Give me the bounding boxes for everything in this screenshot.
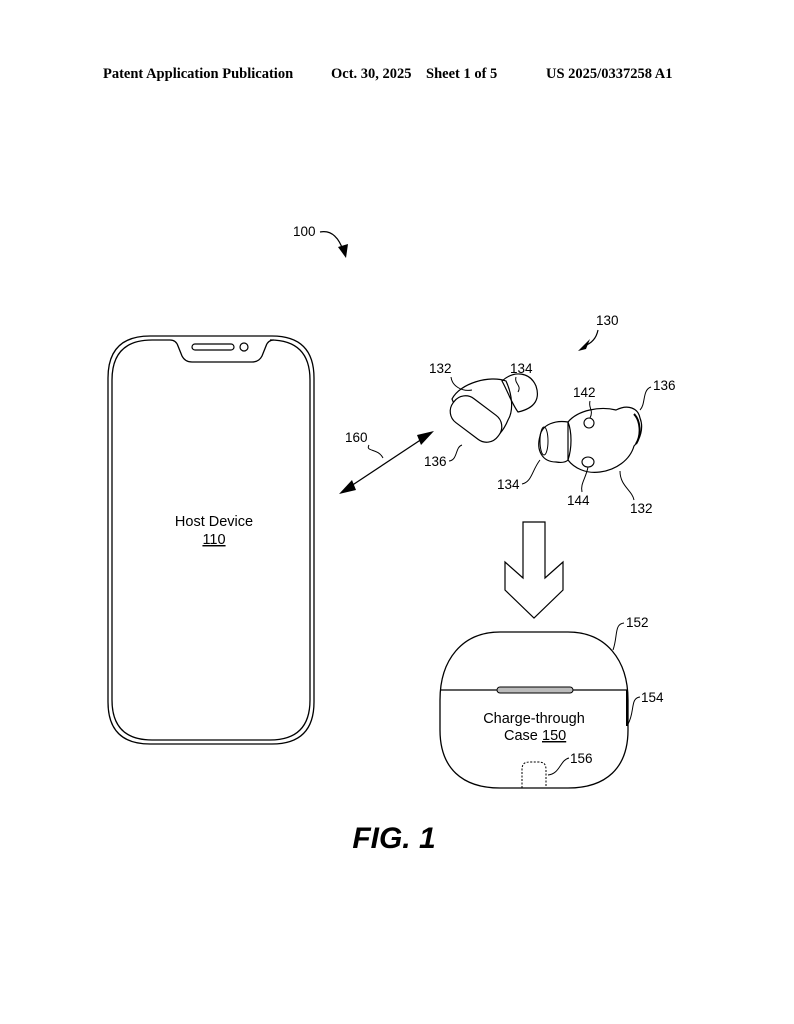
right-earbud-tip: [538, 420, 572, 463]
sensor-142-icon: [583, 417, 595, 429]
ref-100-label: 100: [293, 224, 316, 239]
right-ref-134-leader: [521, 459, 541, 485]
left-earbud-tip: [501, 373, 539, 413]
ref-160-label: 160: [345, 430, 368, 445]
left-ref-134-leader: [515, 376, 520, 393]
ref-152-label: 152: [626, 615, 649, 630]
figure-caption: FIG. 1: [352, 822, 435, 855]
ref-160-leader: [367, 444, 384, 459]
host-device: Host Device 110: [107, 335, 315, 745]
ref-130-label: 130: [596, 313, 619, 328]
link-arrowhead-left-icon: [339, 480, 356, 494]
right-earbud-tip-opening: [539, 426, 549, 456]
charge-through-case: Charge-through Case 150 152 154 156: [439, 615, 664, 789]
page-header: Patent Application Publication Oct. 30, …: [0, 66, 794, 90]
earbud-group-reference: 130: [578, 313, 619, 351]
case-ref-150: 150: [542, 728, 566, 744]
speaker-grille-icon: [191, 343, 235, 351]
right-earbud-stem: [633, 413, 641, 445]
right-ref-134-label: 134: [497, 477, 520, 492]
ref-154-leader: [627, 696, 641, 725]
left-ref-132-leader: [450, 376, 473, 391]
right-ref-136-leader: [639, 386, 652, 411]
wireless-link: 160: [339, 430, 434, 494]
left-ref-136-leader: [448, 444, 463, 462]
right-ref-132-label: 132: [630, 501, 653, 516]
system-reference: 100: [293, 224, 348, 258]
link-arrowhead-right-icon: [417, 431, 434, 445]
ref-156-label: 156: [570, 751, 593, 766]
right-earbud-body: [567, 406, 643, 473]
sheet-number: Sheet 1 of 5: [426, 66, 498, 82]
right-ref-142-label: 142: [573, 385, 596, 400]
left-earbud: 132 134 136: [424, 361, 539, 469]
ref-152-leader: [612, 622, 625, 651]
phone-inner-outline: [111, 339, 311, 741]
case-port-icon: [521, 761, 547, 788]
right-earbud: 142 136 134 144 132: [497, 378, 676, 516]
right-ref-132-leader: [619, 470, 635, 501]
front-camera-icon: [239, 342, 249, 352]
right-ref-144-leader: [581, 466, 589, 493]
ref-156-leader: [547, 757, 570, 776]
sensor-144-icon: [581, 456, 595, 468]
right-ref-136-label: 136: [653, 378, 676, 393]
case-outline: [439, 631, 629, 789]
down-arrow-icon: [504, 521, 564, 619]
publication-type: Patent Application Publication: [103, 66, 294, 82]
host-device-ref: 110: [202, 532, 225, 548]
left-ref-134-label: 134: [510, 361, 533, 376]
right-ref-142-leader: [589, 400, 592, 419]
left-ref-132-label: 132: [429, 361, 452, 376]
left-ref-136-label: 136: [424, 454, 447, 469]
case-label-line2: Case: [504, 728, 538, 744]
link-line: [344, 434, 429, 491]
phone-outer-outline: [107, 335, 315, 745]
left-earbud-stem: [449, 395, 503, 443]
publication-number: US 2025/0337258 A1: [546, 66, 673, 82]
publication-date: Oct. 30, 2025: [331, 66, 412, 82]
case-indicator-bar: [496, 686, 574, 694]
host-device-label: Host Device: [175, 514, 253, 530]
ref-100-arrowhead-icon: [338, 244, 348, 258]
case-label-line1: Charge-through: [483, 711, 585, 727]
ref-154-label: 154: [641, 690, 664, 705]
right-ref-144-label: 144: [567, 493, 590, 508]
ref-130-arrowhead-icon: [578, 339, 590, 351]
